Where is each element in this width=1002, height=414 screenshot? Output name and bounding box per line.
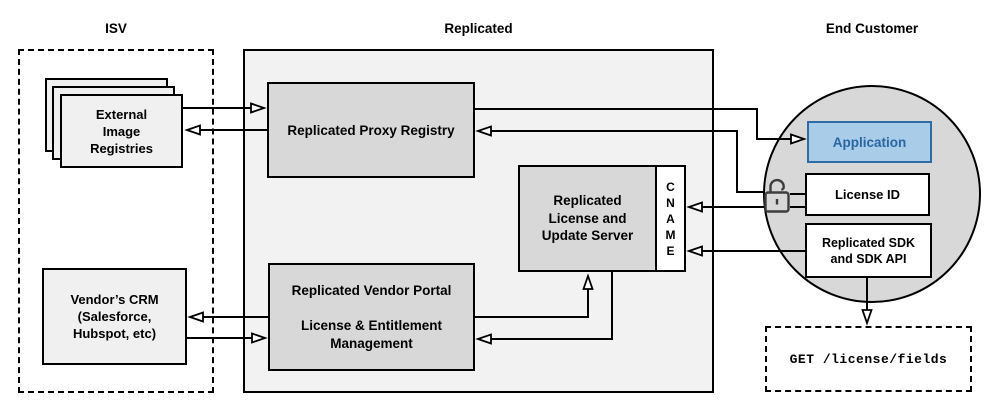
external-image-registries-node: External Image Registries: [60, 94, 183, 168]
replicated-vendor-portal-node: Replicated Vendor Portal License & Entit…: [268, 263, 475, 371]
vendor-crm-node: Vendor’s CRM (Salesforce, Hubspot, etc): [42, 268, 187, 365]
isv-section-frame: [18, 49, 214, 393]
license-id-node: License ID: [805, 173, 930, 216]
application-node: Application: [807, 121, 932, 163]
end-customer-section-title: End Customer: [825, 21, 919, 36]
replicated-license-update-server-node: Replicated License and Update Server: [518, 165, 657, 272]
replicated-section-title: Replicated: [444, 21, 513, 36]
get-license-fields-endpoint: GET /license/fields: [765, 326, 972, 392]
replicated-sdk-node: Replicated SDK and SDK API: [805, 223, 932, 278]
isv-section-title: ISV: [105, 21, 127, 36]
cname-strip: C N A M E: [655, 165, 686, 272]
replicated-proxy-registry-node: Replicated Proxy Registry: [267, 82, 475, 178]
